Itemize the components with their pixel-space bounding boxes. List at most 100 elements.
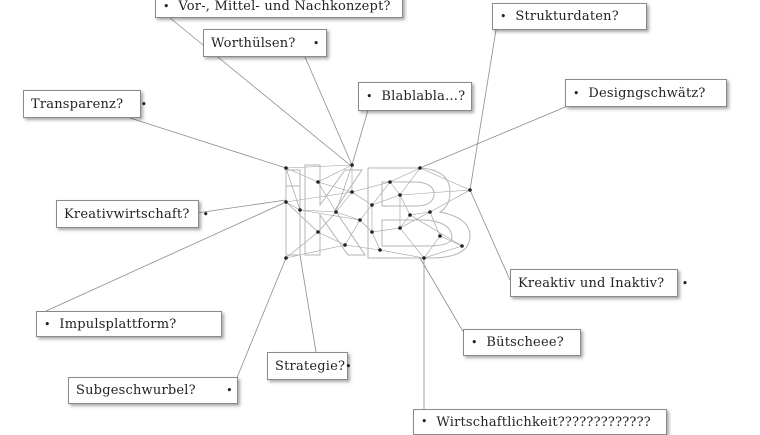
connector-line xyxy=(351,109,369,166)
logo-nodes xyxy=(284,163,472,260)
mesh-line xyxy=(371,231,381,251)
mesh-line xyxy=(423,235,441,259)
connector-line xyxy=(419,257,469,341)
label-worthuelsen: Worthülsen? • xyxy=(203,29,327,57)
mesh-line xyxy=(399,214,411,229)
mesh-line xyxy=(399,194,411,216)
mesh-line xyxy=(344,244,381,251)
logo-node xyxy=(418,166,422,170)
mesh-line xyxy=(317,181,337,213)
logo-mesh xyxy=(285,164,471,259)
logo-node xyxy=(468,188,472,192)
logo-node xyxy=(422,256,426,260)
mesh-line xyxy=(379,249,425,259)
mesh-line xyxy=(335,211,361,221)
label-blablabla: • Blablabla...? xyxy=(358,82,472,111)
mesh-line xyxy=(429,189,471,213)
label-wirtschaftlichkeit: • Wirtschaftlichkeit????????????? xyxy=(413,409,667,435)
label-text: Kreaktiv und Inaktiv? xyxy=(518,275,665,291)
mesh-line xyxy=(335,191,353,213)
logo-node xyxy=(350,190,354,194)
mesh-line xyxy=(285,201,301,211)
logo-node xyxy=(428,210,432,214)
logo-node xyxy=(343,243,347,247)
logo-node xyxy=(350,163,354,167)
mesh-line xyxy=(285,201,319,233)
bullet-icon: • xyxy=(312,36,320,50)
connector-line xyxy=(469,189,511,281)
label-text: Bütscheee? xyxy=(486,335,564,350)
mesh-line xyxy=(399,227,425,259)
bullet-icon: • xyxy=(163,0,170,13)
connector-line xyxy=(189,199,287,215)
label-strategie: Strategie?• xyxy=(267,352,352,380)
mesh-line xyxy=(389,167,421,183)
mesh-line xyxy=(399,189,471,196)
mesh-line xyxy=(371,194,401,206)
mesh-line xyxy=(285,244,346,259)
label-text: Worthülsen? xyxy=(211,35,296,51)
label-text: Kreativwirtschaft? xyxy=(64,206,190,222)
label-text: Impulsplattform? xyxy=(59,316,177,332)
mesh-line xyxy=(351,191,373,206)
bullet-icon: • xyxy=(471,336,478,349)
logo-node xyxy=(388,180,392,184)
logo-node xyxy=(438,234,442,238)
connector-line xyxy=(169,17,351,166)
label-text: Strukturdaten? xyxy=(515,9,619,24)
bullet-icon: • xyxy=(140,97,148,111)
label-transparenz: Transparenz? • xyxy=(23,90,147,118)
connector-line xyxy=(235,257,287,381)
mesh-line xyxy=(409,211,431,216)
bullet-icon: • xyxy=(421,415,428,428)
mesh-line xyxy=(317,164,353,183)
connector-line xyxy=(469,29,497,191)
logo-node xyxy=(316,230,320,234)
label-impulsplattform: • Impulsplattform? xyxy=(36,311,222,337)
logo-node xyxy=(316,180,320,184)
connector-lines xyxy=(45,17,571,409)
mesh-line xyxy=(371,227,401,233)
logo-node xyxy=(298,208,302,212)
bullet-icon: • xyxy=(226,384,233,397)
mesh-line xyxy=(299,209,337,213)
label-kreativwirtschaft: Kreativwirtschaft? • xyxy=(56,200,209,228)
mesh-line xyxy=(423,245,463,259)
logo-node xyxy=(378,248,382,252)
label-subgeschwurbel: Subgeschwurbel? • xyxy=(68,377,238,404)
mesh-line xyxy=(285,164,353,169)
ikb-logo-outline xyxy=(285,164,471,259)
label-text: Designgschwätz? xyxy=(588,85,706,101)
bullet-icon: • xyxy=(366,90,373,103)
mesh-line xyxy=(419,167,471,191)
logo-node xyxy=(334,210,338,214)
mesh-line xyxy=(429,211,441,237)
mesh-line xyxy=(344,219,361,246)
label-text: Subgeschwurbel? xyxy=(76,383,196,398)
mesh-line xyxy=(299,209,361,221)
bullet-icon: • xyxy=(44,317,51,331)
bullet-icon: • xyxy=(681,276,689,290)
label-designgeschwaetz: • Designgschwätz? xyxy=(565,79,727,107)
bullet-icon: • xyxy=(500,10,507,23)
logo-node xyxy=(284,200,288,204)
bullet-icon: • xyxy=(573,86,580,100)
logo-node xyxy=(358,218,362,222)
label-text: Blablabla...? xyxy=(381,89,466,104)
label-text: Strategie? xyxy=(275,358,346,374)
mesh-line xyxy=(317,231,346,246)
connector-line xyxy=(299,254,317,353)
label-buetscheee: • Bütscheee? xyxy=(463,329,581,356)
mesh-line xyxy=(285,167,301,211)
mesh-line xyxy=(351,181,391,193)
label-text: Wirtschaftlichkeit????????????? xyxy=(436,415,651,430)
logo-node xyxy=(460,244,464,248)
mesh-line xyxy=(285,191,353,203)
connector-line xyxy=(45,201,287,312)
connector-line xyxy=(419,104,571,169)
label-strukturdaten: • Strukturdaten? xyxy=(492,3,647,30)
mesh-line xyxy=(389,181,401,196)
connector-line xyxy=(304,56,353,166)
mesh-line xyxy=(317,181,353,193)
